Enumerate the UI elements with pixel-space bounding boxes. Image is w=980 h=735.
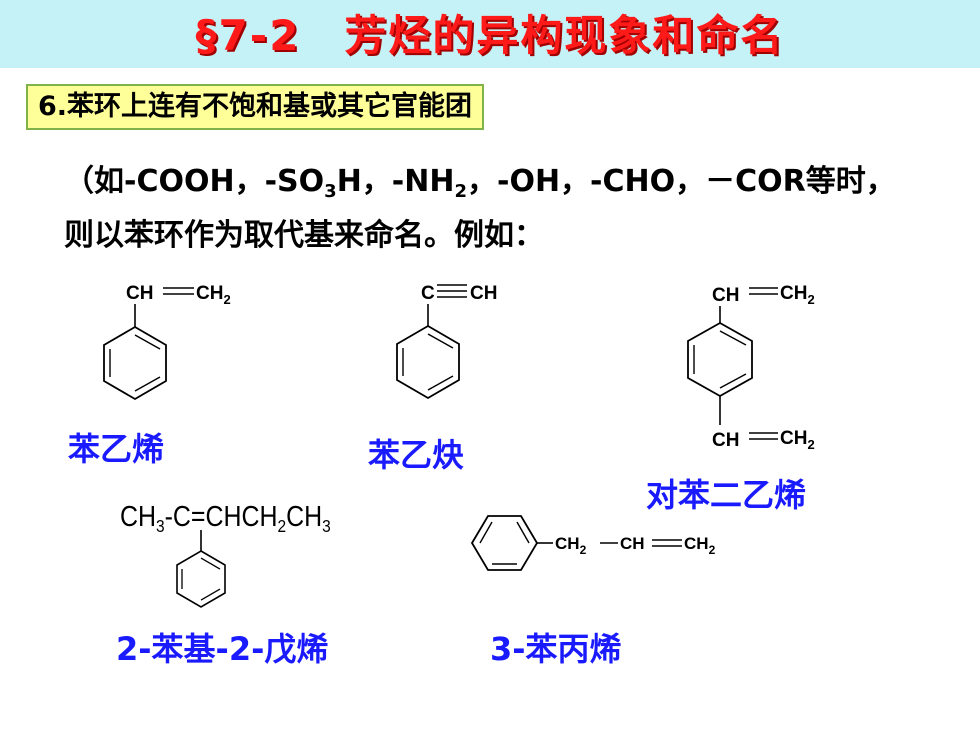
formula-atom: CH	[470, 283, 497, 304]
styrene-structure: CH CH2	[103, 283, 231, 401]
compound-name-phenylacetylene: 苯乙炔	[368, 436, 465, 474]
compound-name-styrene: 苯乙烯	[68, 430, 165, 468]
compound-name-phenylpropene: 3-苯丙烯	[490, 630, 622, 668]
subscript: 3	[324, 181, 337, 202]
page-title: §7-2 芳烃的异构现象和命名	[195, 11, 785, 60]
formula-text: CH3-C=CHCH2CH3	[120, 500, 331, 536]
compound-name-divinylbenzene: 对苯二乙烯	[646, 476, 807, 514]
paragraph-line-2: 则以苯环作为取代基来命名。例如：	[64, 218, 544, 253]
formula-atom: CH2	[780, 428, 815, 452]
text-fragment: H，-NH	[336, 164, 455, 199]
formula-atom: CH	[620, 534, 645, 553]
formula-atom: CH2	[684, 534, 716, 557]
formula-atom: CH	[712, 430, 739, 451]
text-fragment: ，-OH，-CHO，－COR等时，	[467, 164, 896, 199]
paragraph-line-1: （如-COOH，-SO3H，-NH2，-OH，-CHO，－COR等时，	[64, 156, 896, 202]
compound-name-phenylpentene: 2-苯基-2-戊烯	[116, 630, 329, 668]
phenylpentene-structure: CH3-C=CHCH2CH3	[120, 500, 331, 608]
subscript: 2	[454, 181, 467, 202]
section-heading: 6.苯环上连有不饱和基或其它官能团	[26, 84, 485, 130]
formula-atom: CH2	[555, 534, 587, 557]
formula-atom: CH	[126, 283, 153, 304]
formula-atom: CH2	[196, 283, 231, 307]
phenylacetylene-structure: C CH	[396, 283, 497, 400]
title-bar	[0, 0, 980, 68]
text-fragment: （如-COOH，-SO	[64, 164, 325, 199]
formula-atom: C	[421, 283, 435, 304]
formula-atom: CH	[712, 285, 739, 306]
divinylbenzene-structure: CH CH2 CH CH2	[687, 283, 815, 452]
phenylpropene-structure: CH2 CH CH2	[470, 515, 716, 571]
formula-atom: CH2	[780, 283, 815, 307]
